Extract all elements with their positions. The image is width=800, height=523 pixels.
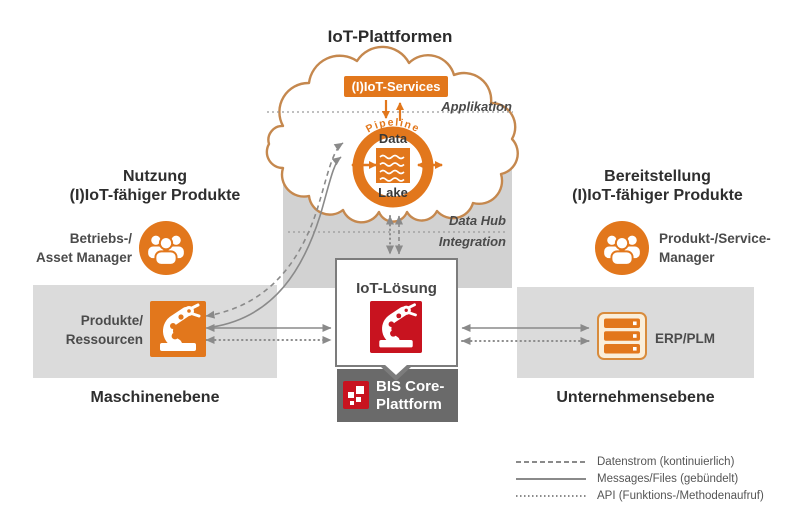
erp-plm-label: ERP/PLM [655, 331, 716, 346]
right-heading: Bereitstellung (I)IoT-fähiger Produkte [572, 168, 743, 204]
datastream-curve-dashed [205, 142, 344, 319]
data-hub-label: Data Hub [448, 213, 506, 228]
applikation-label: Applikation [441, 99, 512, 114]
legend-item: API (Funktions-/Methodenaufruf) [516, 489, 786, 502]
betriebs-asset-manager-label: Betriebs-/ Asset Manager [35, 231, 132, 266]
left-heading: Nutzung (I)IoT-fähiger Produkte [69, 168, 241, 204]
legend: Datenstrom (kontinuierlich) Messages/Fil… [516, 455, 786, 502]
legend-label: API (Funktions-/Methodenaufruf) [597, 489, 764, 502]
bis-core-label: BIS Core- Plattform [376, 378, 445, 414]
legend-label: Datenstrom (kontinuierlich) [597, 455, 735, 468]
lake-label: Lake [378, 185, 408, 200]
data-label: Data [378, 131, 408, 146]
page-title: IoT-Plattformen [327, 27, 453, 46]
messages-curve-solid [211, 156, 342, 328]
unternehmensebene-label: Unternehmensebene [556, 389, 715, 406]
people-group-icon [139, 221, 193, 275]
legend-dotted-line-sample [516, 494, 586, 497]
data-lake-icon [376, 148, 410, 183]
legend-solid-line-sample [516, 477, 586, 480]
people-group-icon-right [595, 221, 649, 275]
produkt-service-manager-label: Produkt-/Service- Manager [659, 231, 771, 266]
robot-arm-icon-red [370, 301, 422, 353]
iot-services-box: (I)IoT-Services [344, 76, 448, 97]
legend-dashed-line-sample [516, 460, 586, 463]
legend-item: Datenstrom (kontinuierlich) [516, 455, 786, 468]
integration-label: Integration [438, 234, 506, 249]
data-lake-waves [379, 154, 405, 182]
iot-loesung-title: IoT-Lösung [356, 280, 437, 297]
iot-box-notch-fill [384, 364, 408, 375]
produkte-ressourcen-label: Produkte/ Ressourcen [65, 313, 143, 348]
robot-arm-icon [150, 301, 206, 357]
bis-logo-icon [343, 381, 369, 409]
legend-item: Messages/Files (gebündelt) [516, 472, 786, 485]
legend-label: Messages/Files (gebündelt) [597, 472, 739, 485]
server-icon [597, 312, 647, 360]
maschinenebene-label: Maschinenebene [90, 389, 220, 406]
